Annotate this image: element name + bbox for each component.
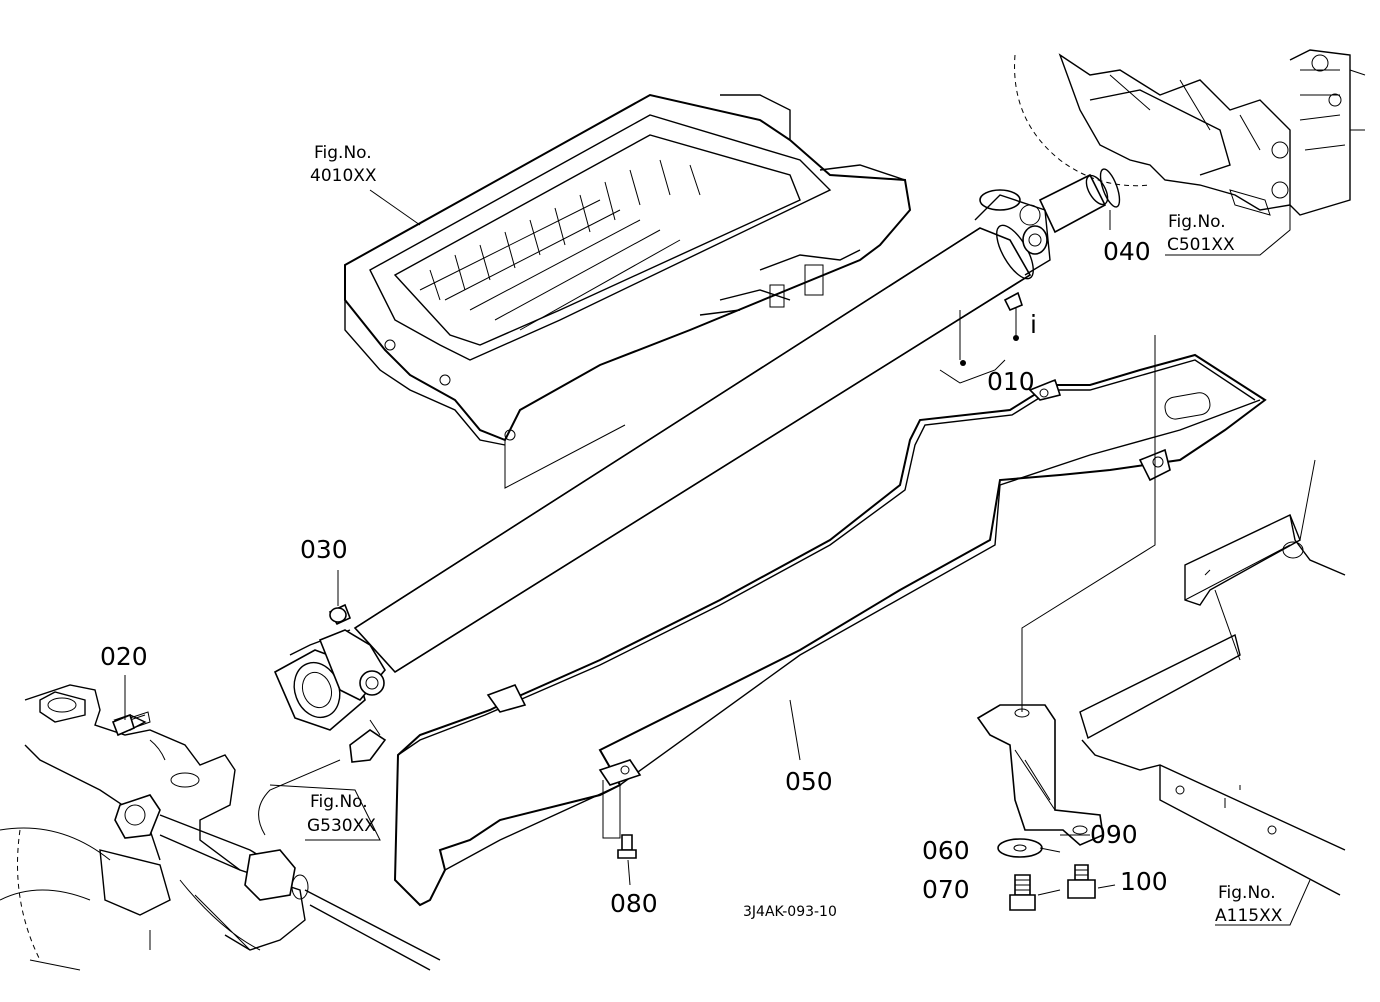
label-100: 100 [1120, 867, 1168, 896]
label-030: 030 [300, 535, 348, 564]
label-090: 090 [1090, 820, 1138, 849]
shaft-cover [393, 353, 1267, 907]
label-070: 070 [922, 875, 970, 904]
leader-lines [124, 170, 1311, 926]
label-050: 050 [785, 767, 833, 796]
frame [1079, 459, 1346, 896]
transmission-housing [1014, 49, 1366, 216]
bolt-100 [1067, 864, 1096, 899]
bolt-070 [1009, 874, 1036, 911]
fig-ref-4010-title: Fig.No. [314, 143, 372, 163]
drawing-code: 3J4AK-093-10 [743, 904, 837, 920]
bolt-080 [617, 834, 637, 859]
bracket [976, 335, 1156, 846]
fig-ref-4010-number: 4010XX [310, 166, 377, 186]
nut-030 [329, 607, 347, 623]
fig-ref-a115-number: A115XX [1215, 906, 1283, 926]
fig-ref-g530-title: Fig.No. [310, 792, 368, 812]
fig-ref-a115-title: Fig.No. [1218, 883, 1276, 903]
drive-shaft [273, 173, 1109, 763]
washer [997, 838, 1043, 858]
fig-ref-g530-number: G530XX [307, 816, 376, 836]
fig-ref-c501-title: Fig.No. [1168, 212, 1226, 232]
label-010: 010 [987, 367, 1035, 396]
label-020: 020 [100, 642, 148, 671]
bolt-020 [111, 711, 151, 737]
label-060: 060 [922, 836, 970, 865]
o-ring [1099, 168, 1121, 208]
oil-pan [344, 93, 912, 489]
label-040: 040 [1103, 237, 1151, 266]
fig-ref-c501-number: C501XX [1167, 235, 1235, 255]
label-080: 080 [610, 889, 658, 918]
detail-marker: i [1030, 310, 1037, 339]
front-axle [0, 684, 441, 971]
